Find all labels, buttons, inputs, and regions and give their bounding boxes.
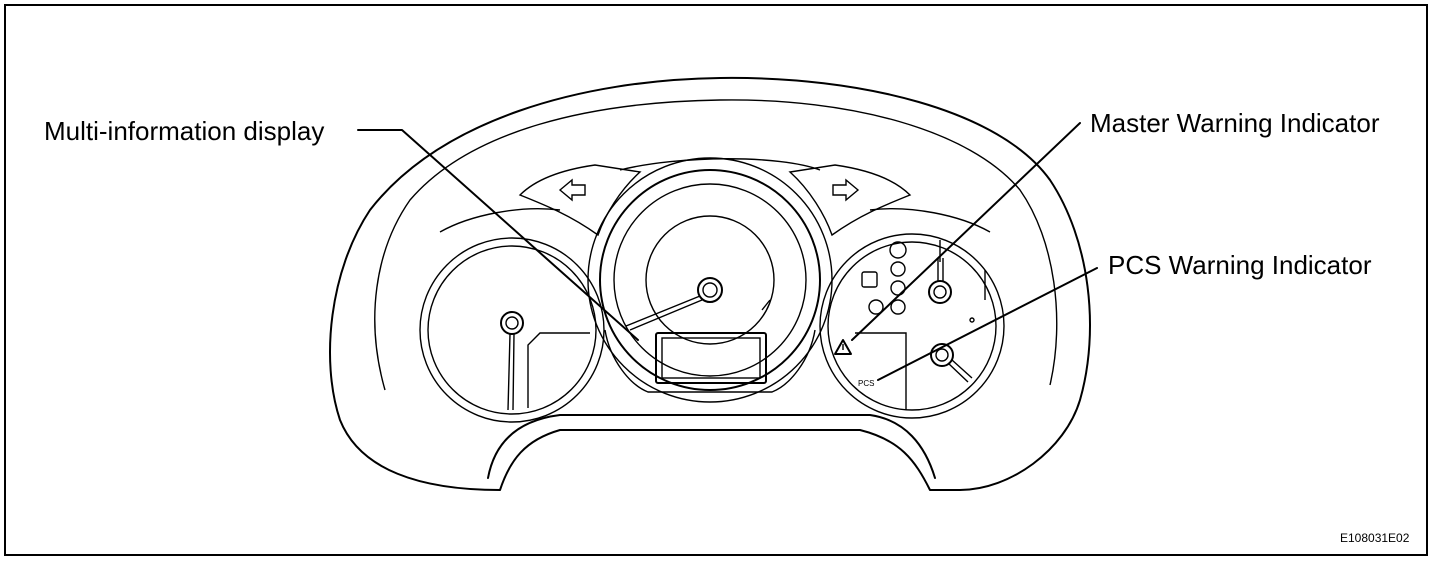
right-gauge-dot	[969, 317, 975, 323]
right-gauge-needle-lower	[947, 359, 973, 383]
right-gauge-hub-lower	[930, 343, 954, 367]
master-warning-triangle-icon	[834, 339, 852, 355]
cluster-bottom-lip	[487, 414, 936, 479]
speedometer-bezel	[599, 169, 821, 391]
speedometer-lower-trim	[604, 329, 816, 393]
speedometer-outer-bezel	[587, 157, 833, 403]
right-gauge-bezel	[819, 233, 1005, 419]
right-gauge-hub-upper	[928, 280, 952, 304]
left-gauge-needle	[507, 333, 515, 411]
right-gauge-needle-upper	[937, 258, 944, 281]
leader-line-multi-info	[357, 129, 639, 341]
multi-information-display-inner	[661, 337, 761, 379]
callout-multi-information-display: Multi-information display	[44, 116, 325, 146]
indicator-light-4	[890, 299, 906, 315]
multi-information-display-screen	[655, 332, 767, 384]
pcs-indicator-label: PCS	[858, 379, 875, 388]
right-turn-arrow-icon	[832, 178, 860, 202]
left-turn-arrow-icon	[558, 178, 586, 202]
right-gauge-window	[855, 240, 986, 410]
cluster-outer-housing	[329, 76, 1091, 491]
right-gauge-hub-lower-inner	[935, 348, 949, 362]
left-gauge-bezel	[419, 237, 605, 423]
right-gauge-hub-upper-inner	[933, 285, 947, 299]
right-gauge-face	[827, 241, 997, 411]
speedometer-hub-inner	[702, 282, 718, 298]
left-gauge-face	[427, 245, 597, 415]
speedometer-inner-arc	[645, 215, 775, 345]
cluster-inner-housing	[374, 99, 1058, 391]
leader-line-master-warning	[851, 122, 1081, 341]
leader-line-pcs-warning	[877, 267, 1098, 381]
callout-pcs-warning-indicator: PCS Warning Indicator	[1108, 250, 1372, 280]
indicator-light-1	[889, 241, 907, 259]
indicator-light-square	[861, 271, 878, 288]
left-gauge-hub-inner	[505, 316, 519, 330]
indicator-light-2	[890, 261, 906, 277]
speedometer-needle	[625, 295, 703, 331]
right-arrow-pod	[788, 164, 912, 237]
speedometer-face	[613, 183, 807, 377]
left-gauge-hub	[500, 311, 524, 335]
left-arrow-pod	[518, 164, 642, 237]
left-gauge-window	[527, 332, 590, 408]
indicator-light-5	[868, 299, 884, 315]
callout-master-warning-indicator: Master Warning Indicator	[1090, 108, 1380, 138]
figure-code: E108031E02	[1340, 531, 1410, 545]
speedometer-hub	[697, 277, 723, 303]
speedometer-tick	[761, 299, 771, 311]
